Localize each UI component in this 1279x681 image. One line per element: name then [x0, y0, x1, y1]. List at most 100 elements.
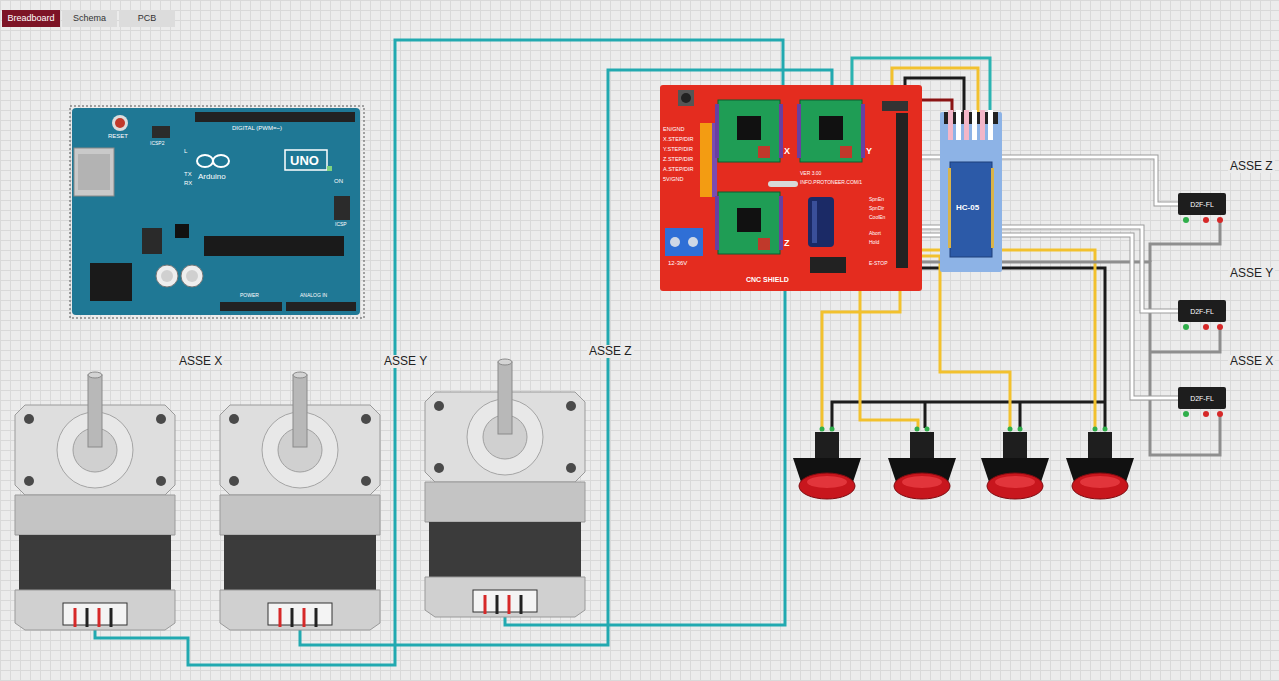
wire-line	[922, 100, 952, 112]
part-label: 5V/GND	[663, 177, 683, 183]
axis-label: ASSE X	[177, 355, 224, 368]
axis-label: ASSE X	[1228, 355, 1275, 368]
arduino-uno-board-art-part	[204, 236, 344, 256]
arduino-uno-board-art-part	[195, 112, 355, 122]
part-label: Z	[784, 239, 790, 248]
switch-pin-part	[1183, 324, 1189, 330]
arduino-uno-board-art-part	[90, 263, 132, 301]
part-label: CNC SHIELD	[746, 276, 789, 283]
part-label: SpnEn	[869, 197, 884, 202]
push-button	[981, 427, 1049, 500]
push-button	[793, 427, 861, 500]
switch-common-wire-part	[1150, 221, 1220, 262]
part-label: TX	[184, 171, 192, 177]
cnc-shield-board-art-part-part	[861, 104, 865, 158]
axis-label: ASSE Z	[1228, 160, 1275, 173]
cnc-shield-board-art-part-part	[718, 100, 780, 162]
switch-pin-part	[1183, 217, 1189, 223]
bluetooth-module-art-part	[972, 110, 977, 140]
switch-common-wire-part	[1150, 328, 1220, 352]
stepper-motor	[220, 372, 380, 630]
cnc-shield-board-art-part	[700, 123, 712, 197]
cnc-shield-board-art-part-part	[715, 196, 719, 250]
switch-pin-part	[1203, 324, 1209, 330]
limit-switch: D2F-FL	[1178, 300, 1226, 322]
part-label: Z.STEP/DIR	[663, 157, 693, 163]
part-label: D2F-FL	[1190, 201, 1214, 208]
bluetooth-module-art-part	[991, 168, 994, 248]
cnc-shield-board-art-part-part	[718, 192, 780, 254]
switch-pin-part	[1183, 411, 1189, 417]
bluetooth-module-art-part	[956, 110, 961, 140]
part-label: ICSP	[335, 222, 347, 227]
cnc-shield-board-art-part	[768, 181, 798, 187]
arduino-uno-board-art-part	[74, 148, 114, 196]
part-label: RESET	[108, 133, 128, 139]
part-label: EN/GND	[663, 127, 684, 133]
cnc-shield-board-art-part	[882, 101, 908, 111]
part-label: ANALOG IN	[300, 293, 327, 298]
arduino-uno-board-art-part	[334, 196, 350, 220]
motor-wire-part	[300, 70, 832, 645]
part-label: A.STEP/DIR	[663, 167, 694, 173]
part-label: L	[184, 148, 187, 154]
part-label: X	[784, 147, 790, 156]
cnc-shield-board-art-part-part	[758, 238, 770, 250]
part-label: VER 3.00	[800, 171, 821, 176]
axis-label: ASSE Y	[382, 355, 429, 368]
cnc-shield-board-art-part	[665, 228, 703, 256]
arduino-uno-board-art-part	[161, 270, 173, 282]
arduino-uno-board-art-part	[156, 265, 178, 287]
cnc-shield-board-art-part	[688, 237, 698, 247]
switch-common-wire-part	[922, 262, 1220, 455]
cnc-shield-board-art-part	[715, 100, 783, 162]
bluetooth-module-art-part	[964, 110, 969, 140]
button-wire-part	[922, 250, 1095, 428]
bluetooth-module-art-part	[980, 110, 985, 140]
switch-pin-part	[1217, 217, 1223, 223]
button-wire-part	[822, 291, 900, 428]
arduino-uno-board-art-part	[213, 155, 229, 167]
part-label: Y.STEP/DIR	[663, 147, 693, 153]
view-tab: Breadboard	[2, 10, 60, 27]
part-label: RX	[184, 180, 192, 186]
cnc-shield-board-art-part	[797, 100, 865, 162]
part-label: D2F-FL	[1190, 308, 1214, 315]
view-tab: Schema	[62, 10, 117, 27]
bluetooth-module: HC-05	[940, 112, 1002, 272]
cnc-shield-board-art-part-part	[779, 104, 783, 158]
limit-switch: D2F-FL	[1178, 387, 1226, 409]
cnc-shield-board-art-part	[681, 93, 691, 103]
cnc-shield-board-art-part-part	[758, 146, 770, 158]
part-label: UNO	[290, 154, 319, 167]
part-label: PCB	[138, 14, 157, 23]
arduino-uno-board-art	[72, 108, 360, 315]
arduino-uno-board-art-part	[112, 115, 128, 131]
cnc-shield-board-art-part-part	[800, 100, 862, 162]
cnc-shield-board-art-part	[678, 90, 694, 106]
switch-pin-part	[1203, 411, 1209, 417]
switch-pin-part	[1203, 217, 1209, 223]
arduino-uno-board-art-part	[285, 150, 327, 170]
part-label: DIGITAL (PWM=~)	[232, 125, 282, 131]
part-label: 12-36V	[668, 260, 687, 266]
arduino-uno-board-art-part	[78, 154, 110, 190]
arduino-uno-board-art-part	[142, 228, 162, 254]
arduino-uno-board-art-part	[286, 302, 356, 311]
stepper-motor	[15, 372, 175, 630]
cnc-shield-board-art-part-part	[819, 116, 843, 140]
cnc-shield-board-art-part-part	[797, 104, 801, 158]
part-label: Abort	[869, 231, 881, 236]
part-label: Breadboard	[7, 14, 54, 23]
part-label: Y	[866, 147, 872, 156]
button-wire-part	[922, 256, 1010, 428]
arduino-uno-board-art-part	[115, 118, 125, 128]
cnc-shield-board-art-part-part	[779, 196, 783, 250]
part-label: E-STOP	[869, 261, 888, 266]
cnc-shield-board-art-part-part	[715, 104, 719, 158]
bluetooth-module-art-part	[950, 162, 992, 257]
wire-connector	[922, 100, 952, 112]
part-label: SpnDir	[869, 206, 884, 211]
